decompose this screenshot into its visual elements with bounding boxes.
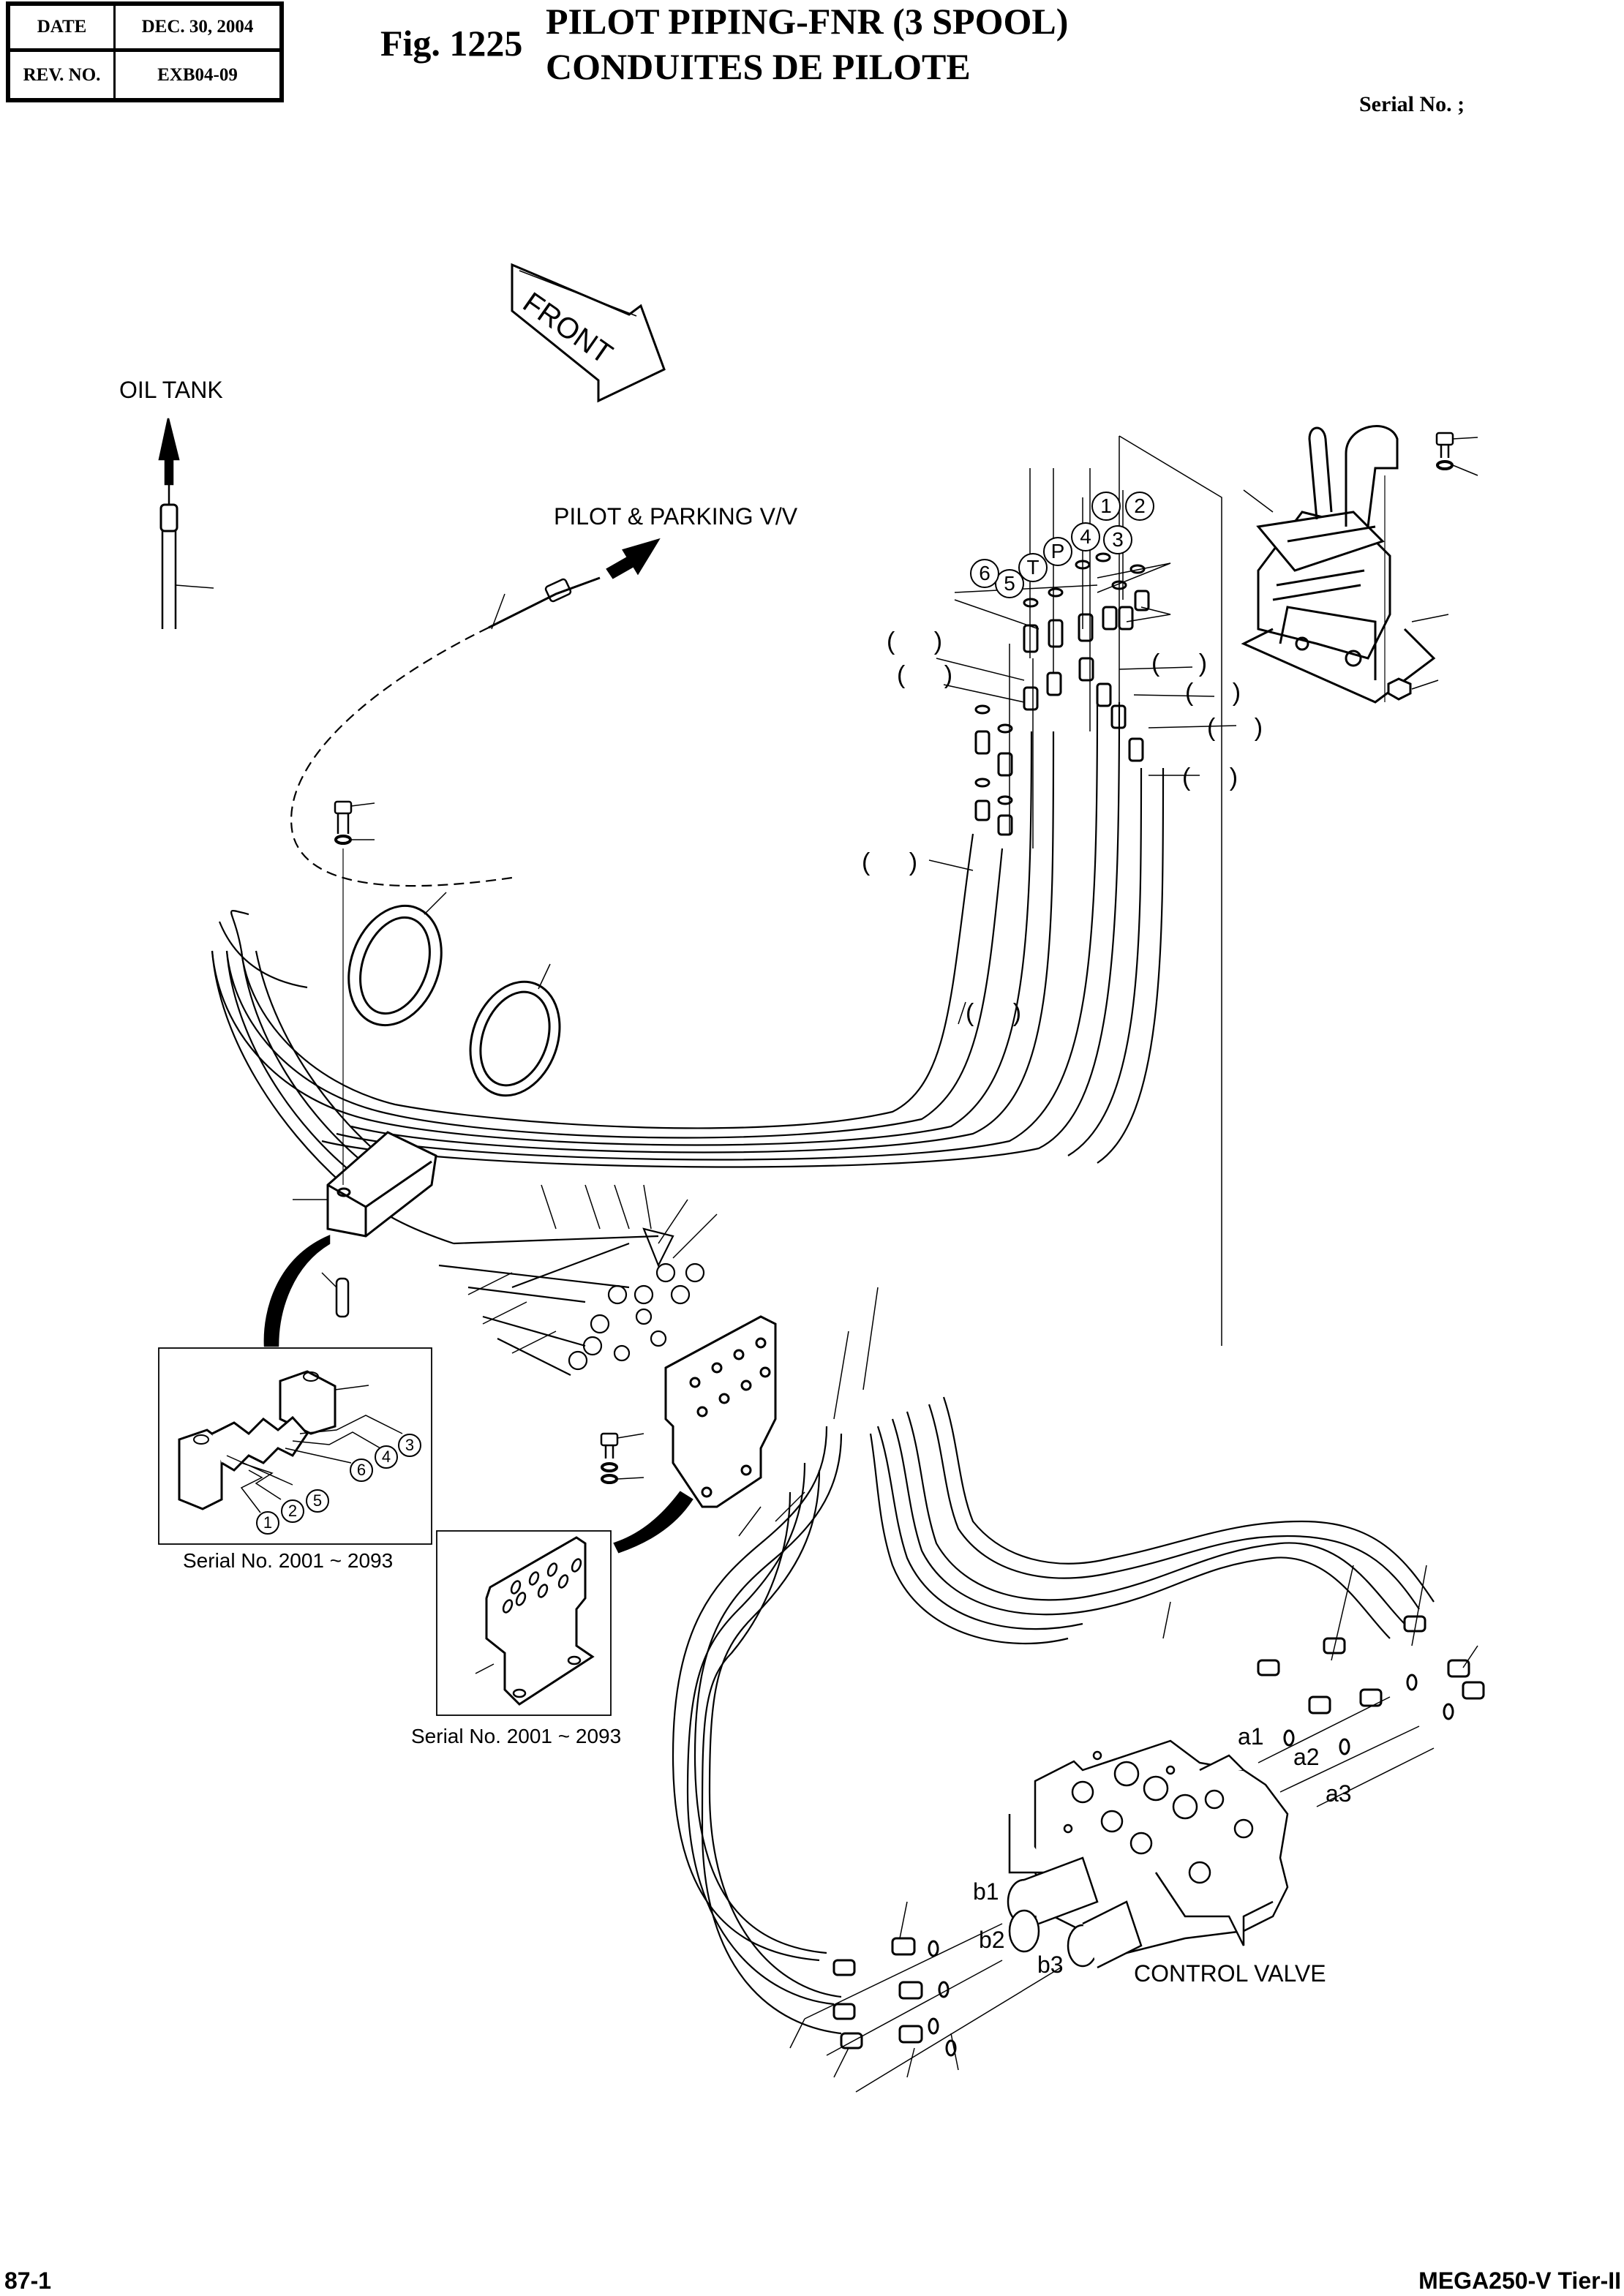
pilot-parking-arrow (488, 538, 661, 630)
blank-callout: ( ) (887, 628, 959, 655)
rev-value: EXB04-09 (157, 64, 238, 85)
mounting-bracket (664, 1315, 777, 1508)
blank-callout: ( ) (1207, 714, 1279, 742)
port-bubble-3: 3 (1103, 525, 1132, 554)
port-bubble-t: T (1018, 553, 1048, 582)
grommet-rear (469, 963, 561, 1097)
model-name: MEGA250-V Tier-II (1418, 2267, 1621, 2294)
control-valve (1007, 1739, 1289, 1969)
page-title-en: PILOT PIPING-FNR (3 SPOOL) (546, 1, 1069, 42)
pilot-valve-bolt (1384, 432, 1478, 702)
pilot-parking-valve-label: PILOT & PARKING V/V (554, 503, 798, 530)
blank-callout: ( ) (897, 661, 969, 689)
port-label-b1: b1 (973, 1878, 999, 1905)
blank-callout: ( ) (1185, 679, 1258, 707)
clamp-port-6: 6 (350, 1458, 373, 1482)
date-value: DEC. 30, 2004 (116, 6, 279, 52)
callout-leaders (467, 658, 1478, 2078)
date-label: DATE (10, 6, 116, 52)
page-title-fr: CONDUITES DE PILOTE (546, 46, 971, 87)
clamp-port-1: 1 (256, 1511, 279, 1535)
blank-callout: ( ) (966, 999, 1038, 1027)
blank-callout: ( ) (1182, 764, 1255, 791)
clamp-port-3: 3 (398, 1434, 421, 1457)
port-bubble-p: P (1043, 537, 1072, 566)
oil-tank-label: OIL TANK (119, 377, 223, 403)
inset-bracket-caption: Serial No. 2001 ~ 2093 (411, 1725, 622, 1747)
inset-clamp-detail (158, 1347, 432, 1545)
port-label-a3: a3 (1326, 1780, 1352, 1807)
page-number: 87-1 (4, 2267, 52, 2294)
port-label-a1: a1 (1238, 1723, 1264, 1750)
port-label-a2: a2 (1293, 1744, 1320, 1770)
clamp-port-2: 2 (281, 1499, 304, 1523)
figure-number: Fig. 1225 (380, 23, 523, 64)
rev-label: REV. NO. (10, 52, 116, 98)
valve-fittings (832, 1615, 1485, 2057)
inset-bracket-detail (436, 1530, 612, 1716)
bracket-hoses (438, 1227, 705, 1376)
port-bubble-1: 1 (1091, 492, 1121, 521)
port-label-b2: b2 (979, 1927, 1005, 1953)
control-valve-label: CONTROL VALVE (1134, 1960, 1326, 1987)
port-bubble-5: 5 (995, 569, 1024, 598)
port-label-b3: b3 (1037, 1951, 1064, 1978)
control-valve-leaders (804, 1696, 1435, 2093)
blank-callout: ( ) (1151, 650, 1224, 677)
hose-bundle (211, 627, 1165, 1245)
blank-callout: ( ) (862, 848, 934, 876)
grommet-front (347, 892, 447, 1027)
pilot-valve-joystick (1241, 425, 1449, 704)
port-bubble-4: 4 (1071, 522, 1100, 552)
clamp-port-5: 5 (306, 1489, 329, 1513)
revision-table: DATE DEC. 30, 2004 REV. NO. EXB04-09 (6, 1, 284, 102)
control-valve-hoses (672, 1396, 1435, 2035)
pilot-fittings (974, 552, 1150, 836)
serial-number-label: Serial No. ; (1359, 92, 1465, 116)
bracket-bolt (600, 1432, 644, 1484)
port-leader-lines (954, 435, 1222, 1346)
inset-clamp-caption: Serial No. 2001 ~ 2093 (183, 1549, 394, 1572)
hose-clamp-block (293, 1131, 437, 1238)
port-bubble-2: 2 (1125, 492, 1154, 521)
clamp-bolt (321, 800, 375, 1318)
clamp-port-4: 4 (375, 1445, 398, 1469)
detail-pointer-clamp (263, 1235, 331, 1347)
detail-pointer-bracket (613, 1491, 693, 1554)
port-bubble-6: 6 (970, 559, 999, 588)
oil-tank-arrow (158, 418, 214, 629)
front-direction-arrow: FRONT (511, 263, 666, 403)
